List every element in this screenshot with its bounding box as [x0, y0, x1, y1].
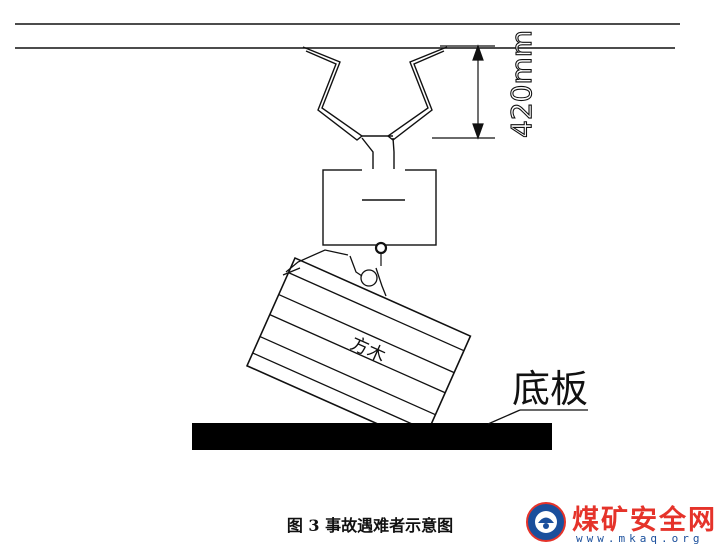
hanging-box — [322, 169, 437, 246]
helmet-glyph — [535, 511, 557, 533]
site-logo[interactable]: 煤矿安全网 www.mkaq.org — [526, 496, 722, 549]
wooden-block: 方木 — [245, 256, 472, 445]
victim-figure — [282, 249, 387, 297]
logo-name: 煤矿安全网 — [572, 505, 717, 536]
roof-lines — [15, 23, 680, 49]
logo-url: www.mkaq.org — [576, 532, 704, 545]
dimension-420mm — [432, 44, 495, 140]
floor-leader-line — [487, 409, 521, 425]
hook-ring — [374, 241, 388, 255]
figure-caption: 图 3 事故遇难者示意图 — [286, 516, 454, 535]
miner-helmet-icon — [526, 502, 566, 542]
floor-plate — [192, 423, 552, 450]
dimension-label: 420mm — [505, 30, 538, 138]
floor-label: 底板 — [512, 367, 588, 411]
